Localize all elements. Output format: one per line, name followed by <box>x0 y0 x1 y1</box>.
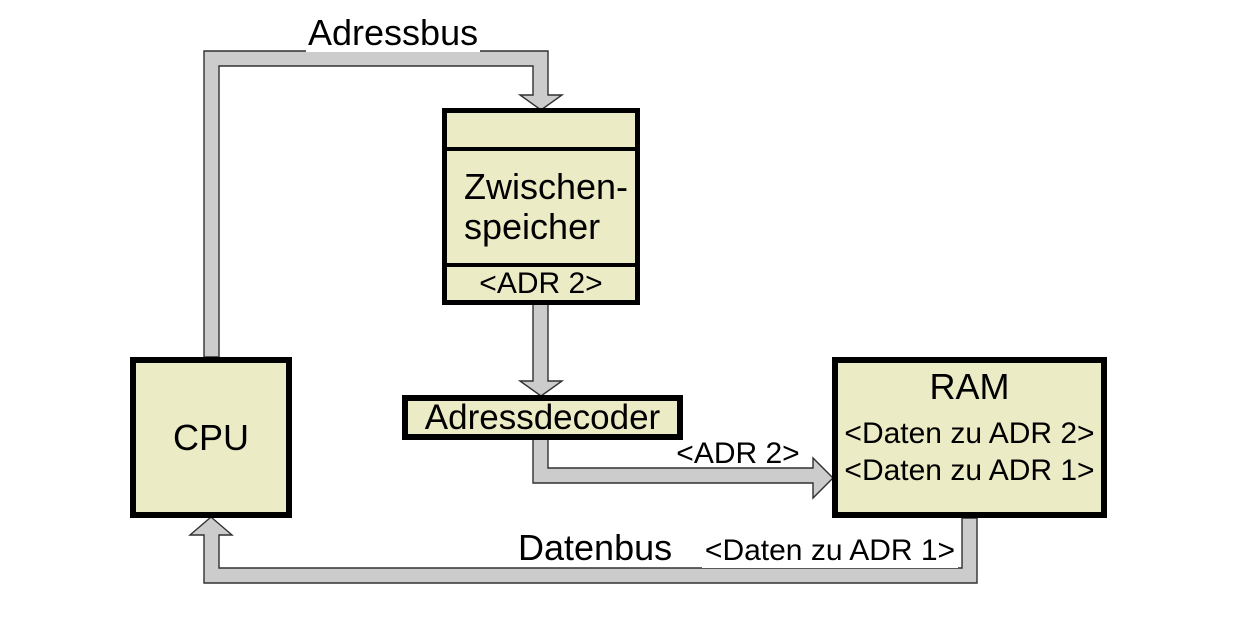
ram-label: RAM <box>929 366 1010 407</box>
adressbus-pipe <box>203 50 565 358</box>
buffer-box: Zwischen- speicher <ADR 2> <box>442 108 640 305</box>
cpu-box: CPU <box>130 357 292 518</box>
buffer-label: Zwischen- speicher <box>447 151 635 263</box>
datenbus-value-label: <Daten zu ADR 1> <box>702 533 958 568</box>
buffer-empty-slot <box>447 113 635 147</box>
datenbus-pipe <box>188 516 978 584</box>
ram-box: RAM <Daten zu ADR 2> <Daten zu ADR 1> <box>832 357 1107 518</box>
buffer-label-line2: speicher <box>464 206 601 247</box>
ram-cell-list: <Daten zu ADR 2> <Daten zu ADR 1> <box>844 415 1094 489</box>
decoder-label: Adressdecoder <box>424 397 661 437</box>
ram-cell-adr2: <Daten zu ADR 2> <box>844 417 1095 450</box>
buffer-divider-top <box>447 147 635 151</box>
buffer-to-decoder-arrow <box>517 299 565 397</box>
datenbus-label: Datenbus <box>514 529 677 567</box>
ram-cell-adr1: <Daten zu ADR 1> <box>844 454 1095 487</box>
buffer-label-line1: Zwischen- <box>464 166 629 207</box>
cpu-label: CPU <box>172 416 249 458</box>
adressbus-label: Adressbus <box>306 12 481 53</box>
buffer-register-value: <ADR 2> <box>479 266 603 300</box>
decoder-box: Adressdecoder <box>402 395 683 440</box>
decoder-to-ram-value-label: <ADR 2> <box>676 437 800 470</box>
decoder-to-ram-arrow <box>532 436 834 500</box>
buffer-divider-bottom <box>447 263 635 267</box>
